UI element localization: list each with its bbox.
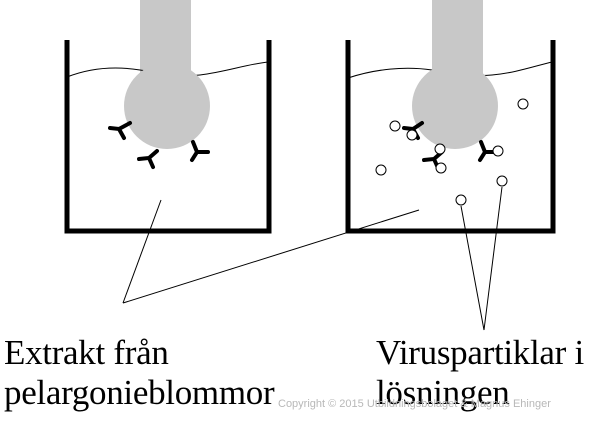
left-pointer-line: [122, 199, 162, 304]
virus-particle: [375, 164, 387, 176]
antibody: [137, 149, 159, 169]
right-beaker-walls: [345, 40, 556, 234]
right-beaker: [122, 0, 556, 331]
copyright-notice: Copyright © 2015 Utbildningsbolaget & Ma…: [278, 398, 551, 410]
left-probe-bulb: [124, 63, 210, 149]
virus-particle: [435, 162, 447, 174]
virus-particle: [406, 129, 418, 141]
virus-particle: [455, 194, 467, 206]
virus-particle: [492, 145, 504, 157]
extract-label: Extrakt från pelargonieblommor: [4, 333, 275, 413]
virus-pointer-lines: [460, 186, 503, 331]
virus-label-line2: lösningen: [376, 373, 510, 412]
virus-particle: [389, 120, 401, 132]
right-pointer-line: [122, 209, 420, 304]
virus-particle: [517, 98, 529, 110]
virus-particle: [434, 143, 446, 155]
virus-label-line1: Viruspartiklar i: [376, 333, 584, 372]
right-probe-bulb: [412, 63, 498, 149]
antibody: [108, 121, 132, 140]
virus-label: Viruspartiklar i lösningen: [376, 333, 584, 413]
extract-label-line2: pelargonieblommor: [4, 373, 275, 412]
left-antibodies: [108, 121, 210, 169]
antibody: [190, 140, 210, 162]
virus-particle: [496, 175, 508, 187]
left-beaker-walls: [64, 40, 272, 234]
left-beaker: [64, 0, 272, 304]
extract-label-line1: Extrakt från: [4, 333, 169, 372]
virus-particles: [375, 98, 529, 206]
